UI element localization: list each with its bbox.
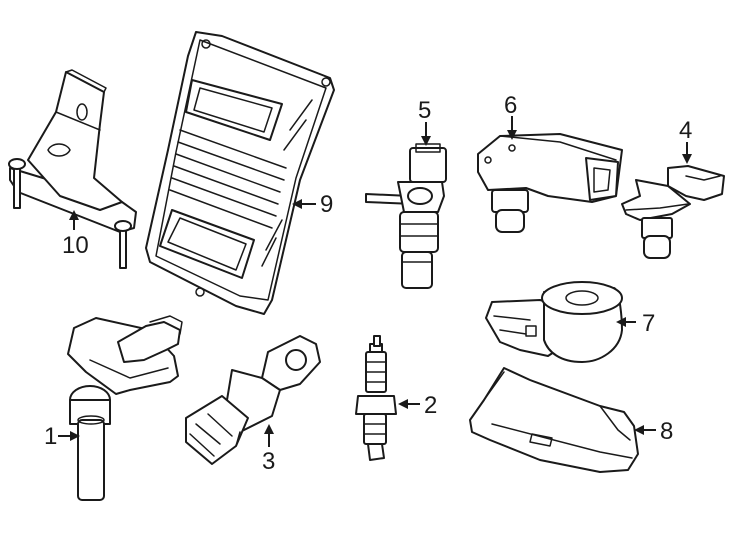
callout-1: 1	[44, 423, 57, 450]
callout-5: 5	[418, 97, 431, 124]
part-9-control-module	[145, 31, 335, 315]
callout-6: 6	[504, 92, 517, 119]
part-7-knock-sensor	[485, 281, 623, 363]
callout-10: 10	[62, 232, 89, 259]
part-2-spark-plug	[355, 335, 397, 461]
part-8-cover	[469, 367, 639, 473]
callout-4: 4	[679, 117, 692, 144]
callout-9: 9	[320, 191, 333, 218]
callout-8: 8	[660, 418, 673, 445]
part-4-speed-sensor	[621, 165, 725, 259]
part-5-position-sensor	[365, 143, 447, 289]
callout-3: 3	[262, 448, 275, 475]
part-3-temp-sensor	[185, 335, 321, 465]
part-10-bracket	[8, 69, 137, 269]
leader-lines	[58, 116, 692, 447]
part-6-map-sensor	[477, 133, 623, 233]
part-1-ignition-coil	[67, 315, 183, 501]
callout-2: 2	[424, 392, 437, 419]
callout-7: 7	[642, 310, 655, 337]
